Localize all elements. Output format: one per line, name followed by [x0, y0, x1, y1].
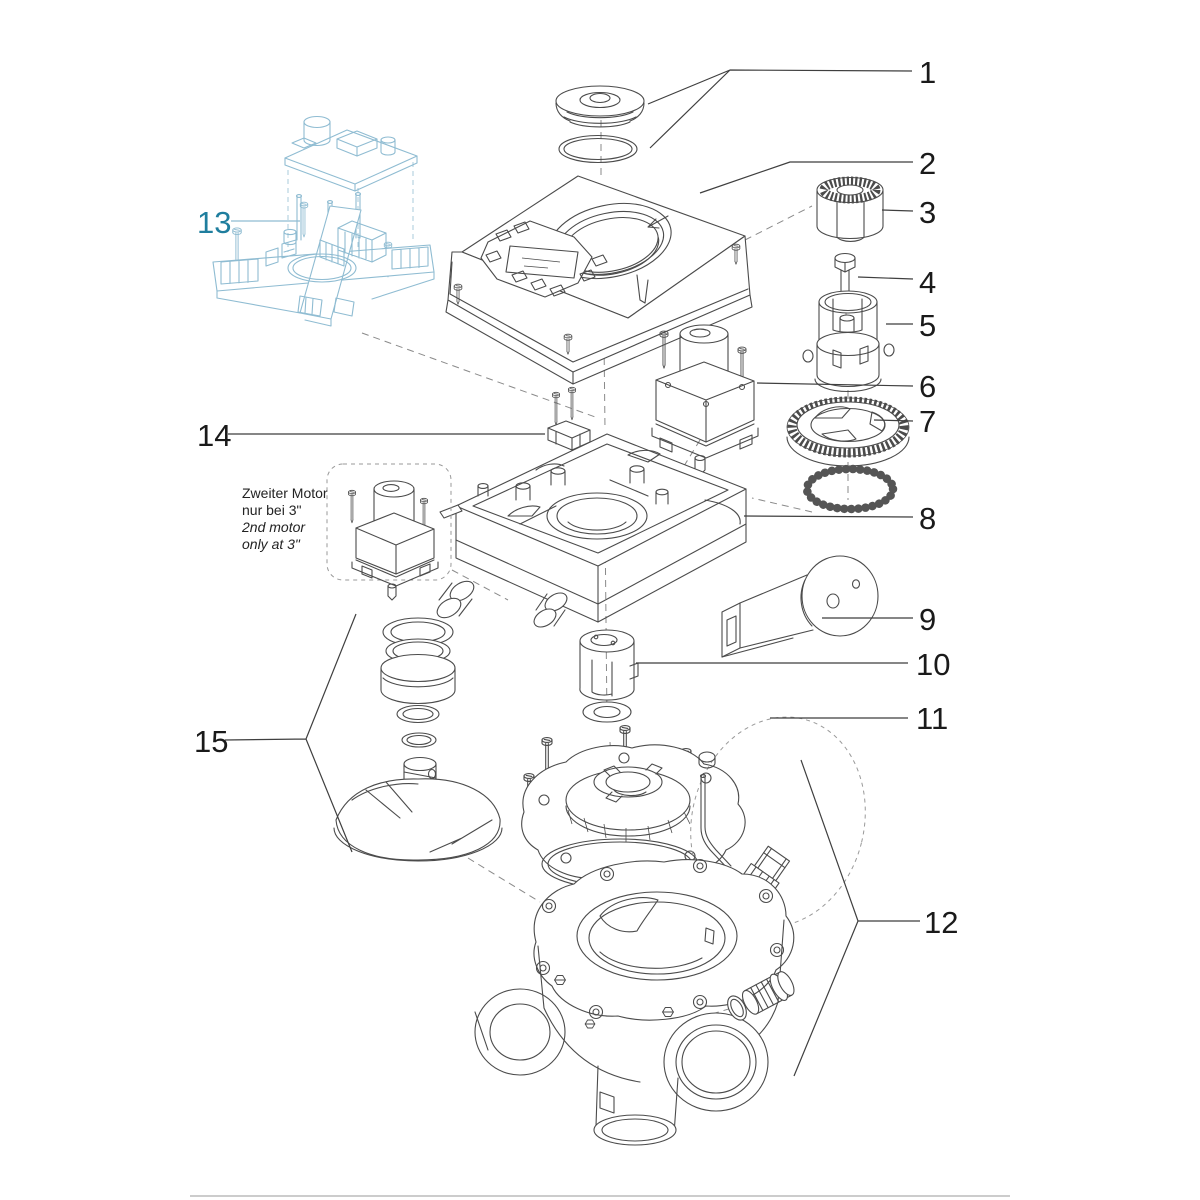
- part-7-gear: [786, 396, 910, 467]
- leader-7: [873, 419, 914, 422]
- callout-9: 9: [919, 602, 936, 637]
- callout-12: 12: [924, 905, 958, 940]
- leader-3: [881, 209, 914, 212]
- callout-11: 11: [916, 701, 948, 736]
- part-1-knob-and-oring: [555, 85, 645, 164]
- callout-7: 7: [919, 404, 936, 439]
- direction-arrow: [647, 215, 669, 229]
- leader-15: [224, 613, 357, 853]
- leader-12: [793, 759, 920, 1077]
- note-line-1: Zweiter Motor: [242, 485, 328, 501]
- part-8-main-housing: [436, 433, 747, 628]
- housing-posts: [515, 465, 669, 505]
- washer: [582, 701, 632, 723]
- flange-facets: [567, 809, 691, 842]
- cable-gland: [436, 580, 475, 619]
- callout-2: 2: [919, 146, 936, 181]
- drain-oring: [727, 995, 747, 1021]
- bearing-ball-ring: [802, 464, 898, 514]
- cable-gland-2: [533, 592, 568, 628]
- callouts: 1 2 3 4 5 6 7 8 9 10 11 12 13 14 15: [194, 55, 958, 1077]
- leader-1: [647, 69, 913, 149]
- leader-2: [699, 161, 913, 194]
- callout-5: 5: [919, 308, 936, 343]
- part-5-coupling-housing: [802, 290, 895, 393]
- part-14-bracket: [547, 386, 591, 451]
- part-13-pcb-assembly: [212, 115, 435, 327]
- leader-6: [756, 382, 914, 387]
- part-4-hex-bolt: [834, 252, 856, 298]
- cover-rib: [636, 274, 649, 304]
- keypad-buttons: [485, 221, 608, 297]
- callout-15: 15: [194, 724, 228, 759]
- second-motor: [348, 480, 439, 601]
- callout-14: 14: [197, 418, 231, 453]
- part-12-valve-body: [474, 858, 795, 1146]
- callout-8: 8: [919, 501, 936, 536]
- drain-plug: [741, 971, 795, 1015]
- part-9-crank-handle: [721, 555, 879, 658]
- note-line-2: nur bei 3": [242, 502, 301, 518]
- callout-6: 6: [919, 369, 936, 404]
- callout-13: 13: [197, 205, 231, 240]
- part-6-motor-assembly: [651, 324, 759, 476]
- note-line-3: 2nd motor: [241, 519, 306, 535]
- flange-bolt-holes: [535, 858, 785, 1020]
- part-3-bushing: [816, 176, 884, 242]
- callout-4: 4: [919, 265, 936, 300]
- callout-10: 10: [916, 647, 950, 682]
- second-motor-note-group: Zweiter Motor nur bei 3" 2nd motor only …: [241, 463, 452, 601]
- part-10-drive-motor: [579, 629, 639, 701]
- flange-assembly: [521, 725, 746, 890]
- part-2-top-cover: [445, 175, 753, 385]
- leader-4: [857, 276, 914, 280]
- leader-8: [743, 515, 914, 518]
- callout-1: 1: [919, 55, 936, 90]
- note-line-4: only at 3": [242, 536, 301, 552]
- callout-3: 3: [919, 195, 936, 230]
- part-15-piston-assembly: [333, 617, 503, 862]
